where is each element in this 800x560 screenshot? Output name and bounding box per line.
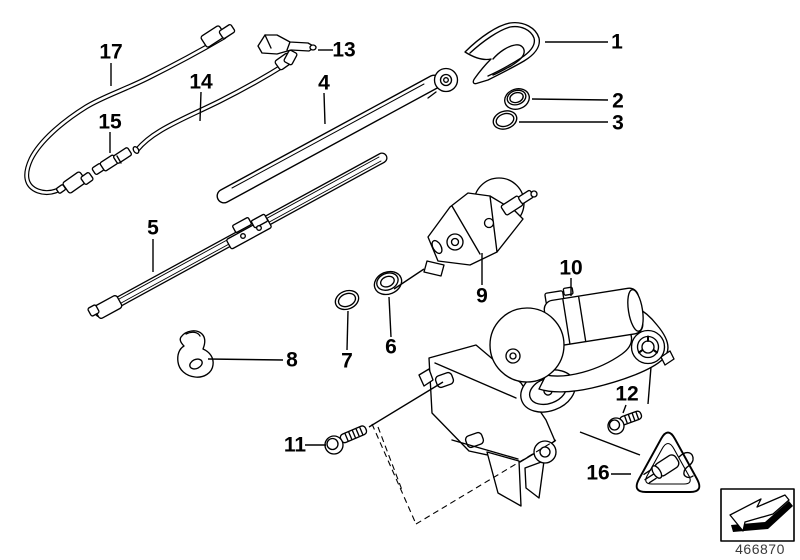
direction-arrow-icon [720,488,795,542]
leader-line-8 [207,358,284,361]
screw-position-line [368,381,444,428]
grommet-position-line [393,268,425,290]
mount-projection-line-3 [415,439,557,525]
part-motor-bracket-drawing [423,177,538,277]
callout-8[interactable]: 8 [286,349,298,372]
part-hose-coupler-drawing [91,147,132,175]
callout-4[interactable]: 4 [318,72,330,95]
callout-3[interactable]: 3 [612,112,624,135]
part-arm-cover-drawing [464,21,541,85]
mount-projection-line-1 [371,423,417,525]
part-bolt-12-drawing [607,410,643,435]
part-holder-clamp-drawing [177,330,214,378]
callout-10[interactable]: 10 [559,257,582,280]
part-o-ring-drawing [492,110,518,130]
callout-5[interactable]: 5 [147,217,159,240]
callout-7[interactable]: 7 [341,350,353,373]
leader-line-12 [622,404,627,414]
callout-11[interactable]: 11 [284,434,307,457]
callout-9[interactable]: 9 [476,285,488,308]
part-shaft-grommet-drawing [373,270,403,296]
parts-linework [24,21,795,542]
callout-1[interactable]: 1 [611,31,623,54]
part-washer-hose-drawing [24,24,236,196]
callout-2[interactable]: 2 [612,90,624,113]
callout-6[interactable]: 6 [385,336,397,359]
electrical-plug-warning-icon [635,431,701,493]
part-washer-ring-drawing [504,88,530,110]
leader-line-7 [346,310,349,351]
part-spray-nozzle-drawing [257,34,317,66]
part-wiper-blade-drawing [87,152,388,319]
diagram-number: 466870 [735,541,785,557]
part-nozzle-hose-drawing [132,52,294,154]
callout-13[interactable]: 13 [332,39,355,62]
leader-line-12-1 [647,366,652,405]
callout-leader-lines [109,41,652,475]
callout-15[interactable]: 15 [98,111,122,134]
warning-pointer-line [579,431,641,456]
reference-lines [368,268,641,525]
part-small-o-ring-drawing [334,289,360,311]
mount-projection-line-2 [377,426,403,491]
leader-line-6 [388,296,392,338]
callout-16[interactable]: 16 [586,462,609,485]
callout-17[interactable]: 17 [99,41,122,64]
callout-12[interactable]: 12 [615,383,638,406]
part-bolt-11-drawing [324,425,368,455]
callout-14[interactable]: 14 [189,71,213,94]
leader-line-4 [323,92,326,125]
leader-line-14 [199,91,202,122]
part-wiper-arm-drawing [216,67,459,204]
leader-line-2 [531,98,609,101]
